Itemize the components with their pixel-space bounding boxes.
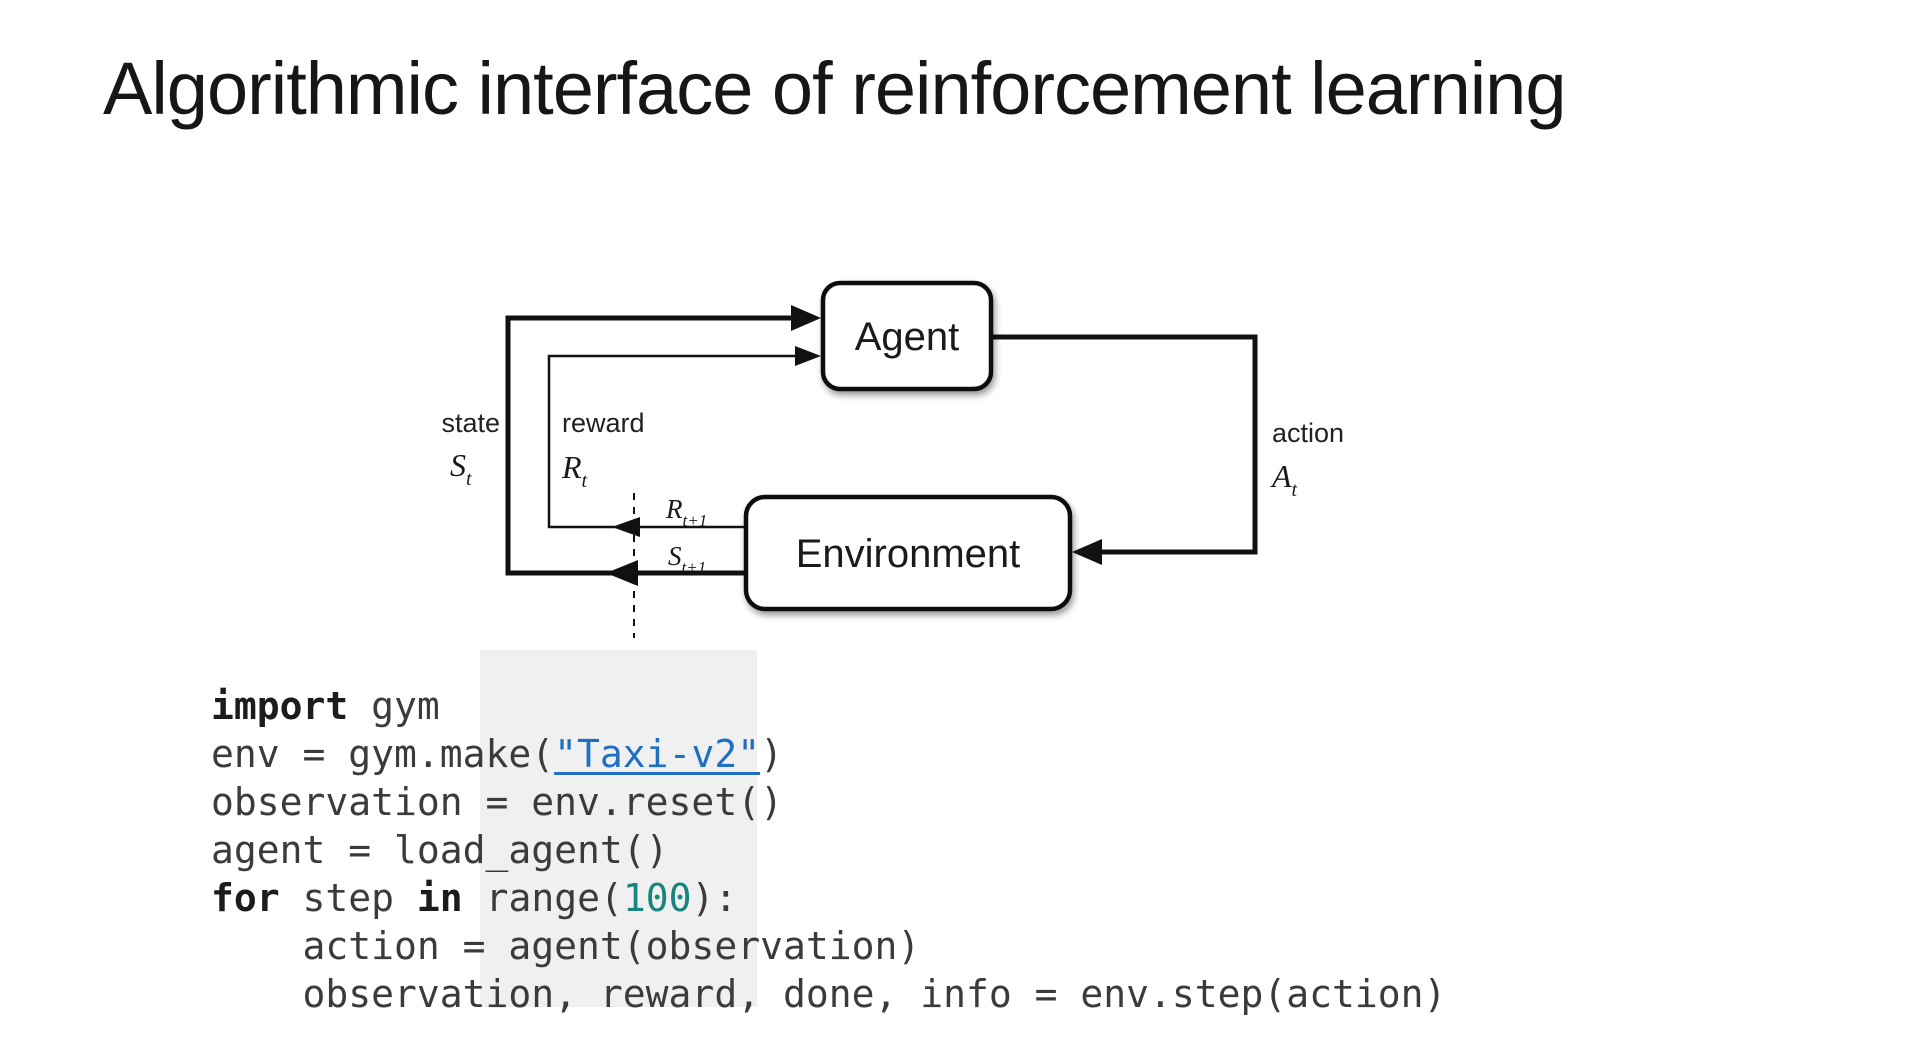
code-text: env = gym.make( [211,732,555,776]
code-keyword: for [211,876,280,920]
reward-loop-line [547,354,795,529]
reward-arrowhead-into-agent [795,346,821,366]
code-text: observation, reward, done, info = env.st… [211,972,1447,1016]
code-text: gym [348,684,440,728]
code-number: 100 [622,876,692,920]
code-keyword: in [416,876,463,920]
code-line: env = gym.make("Taxi-v2") [211,730,1446,778]
environment-label: Environment [796,532,1021,576]
code-line: observation = env.reset() [211,778,1446,826]
state-symbol: St [450,447,472,490]
action-symbol: At [1270,458,1298,501]
action-label: action [1272,418,1344,448]
next-state-symbol: St+1 [668,541,706,577]
slide-title: Algorithmic interface of reinforcement l… [103,47,1566,130]
code-backdrop [480,650,757,1007]
code-text: range( [462,876,623,920]
code-line: observation, reward, done, info = env.st… [211,970,1447,1018]
action-arrowhead-into-environment [1072,539,1102,565]
code-line: import gym [211,682,1446,730]
code-text: observation = env.reset() [211,780,783,824]
action-loop-line [991,334,1258,555]
next-reward-symbol: Rt+1 [665,494,707,530]
code-text: agent = load_agent() [211,828,669,872]
code-keyword: import [211,684,349,728]
state-label: state [441,408,500,438]
code-text: ): [691,876,738,920]
code-line: agent = load_agent() [211,826,1446,874]
code-text: action = agent(observation) [211,924,921,968]
code-text: step [279,876,417,920]
code-text: ) [760,732,783,776]
agent-box [820,280,994,392]
reward-label: reward [562,408,645,438]
next-state-arrowhead [606,560,638,586]
next-reward-arrowhead [612,517,640,537]
code-line: for step in range(100): [211,874,1446,922]
state-arrowhead-into-agent [791,305,821,331]
code-string-link[interactable]: "Taxi-v2" [554,732,761,776]
reward-symbol: Rt [561,449,588,492]
environment-box [743,494,1073,612]
code-line: action = agent(observation) [211,922,1446,970]
agent-label: Agent [855,315,960,359]
